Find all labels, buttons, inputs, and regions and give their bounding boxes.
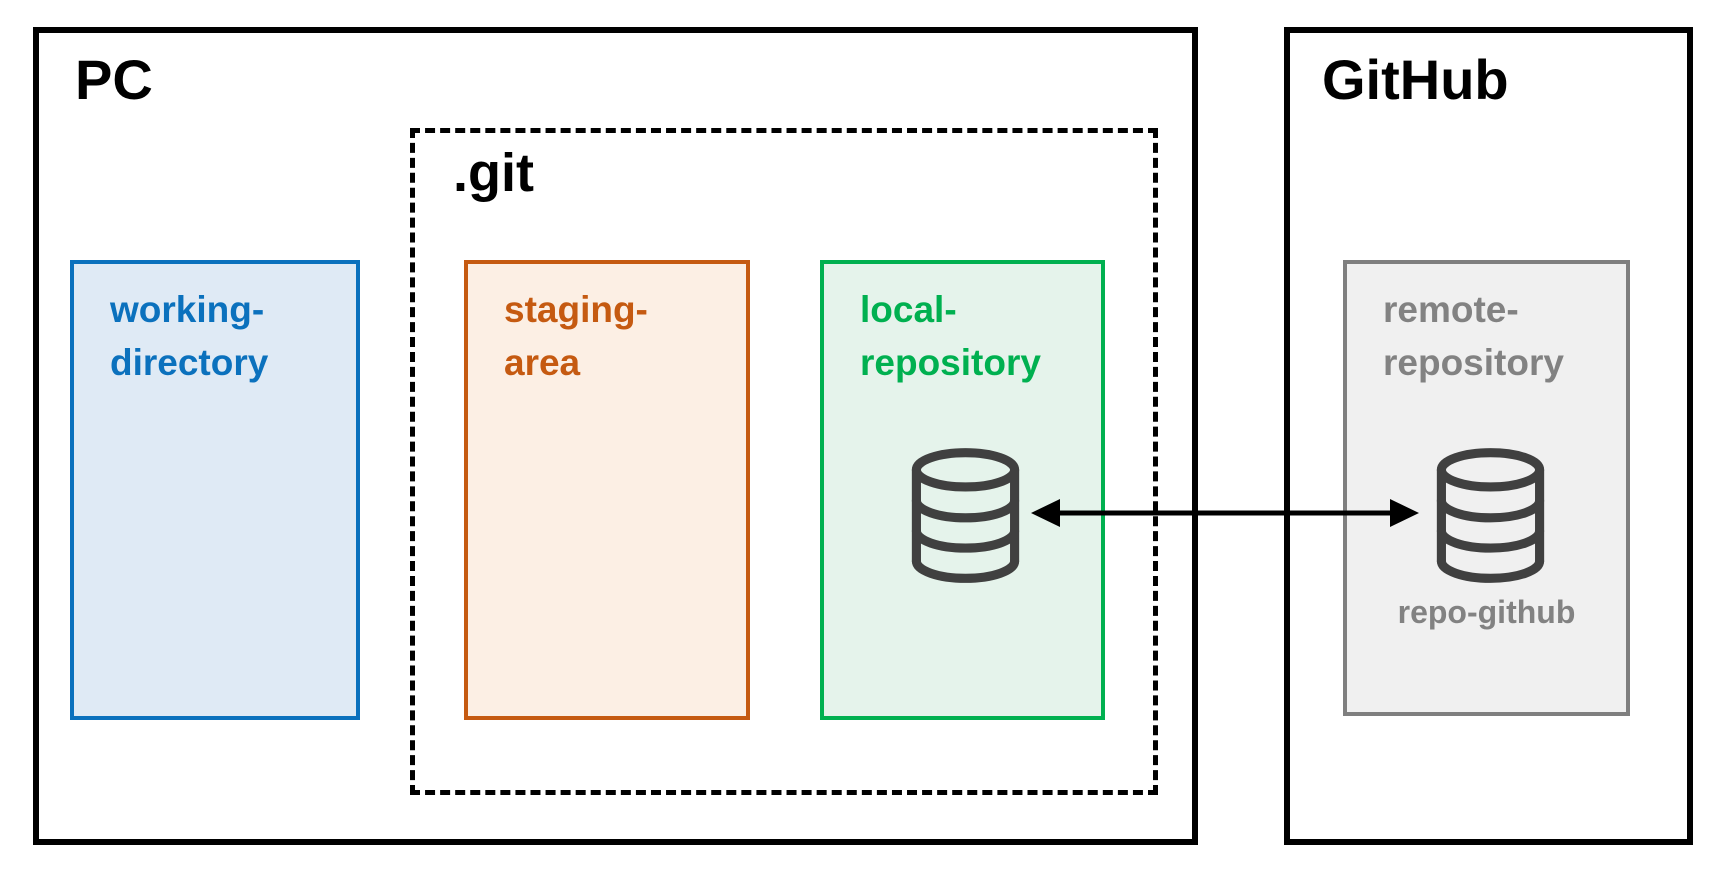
git-folder-dashed-box [410, 128, 1158, 795]
staging-area-box: staging- area [464, 260, 750, 720]
local-repository-label-line1: local- [860, 289, 957, 330]
staging-area-label-line2: area [504, 341, 581, 383]
bidirectional-arrow [1031, 499, 1419, 527]
git-folder-label: .git [453, 143, 534, 203]
remote-repo-caption: repo-github [1397, 594, 1576, 630]
local-repository-label-line2: repository [860, 341, 1041, 383]
github-label: GitHub [1322, 48, 1509, 111]
working-directory-label-line1: working- [110, 289, 265, 330]
remote-repository-label-line1: remote- [1383, 289, 1519, 330]
remote-repository-label-line2: repository [1383, 341, 1564, 383]
database-icon [911, 448, 1020, 583]
pc-label: PC [75, 48, 153, 111]
working-directory-box: working- directory [70, 260, 360, 720]
database-icon [1436, 448, 1545, 583]
local-repository-box: local- repository [820, 260, 1105, 720]
remote-repository-box: remote- repository repo-github [1343, 260, 1630, 716]
working-directory-label-line2: directory [110, 341, 269, 383]
staging-area-label-line1: staging- [504, 289, 648, 330]
